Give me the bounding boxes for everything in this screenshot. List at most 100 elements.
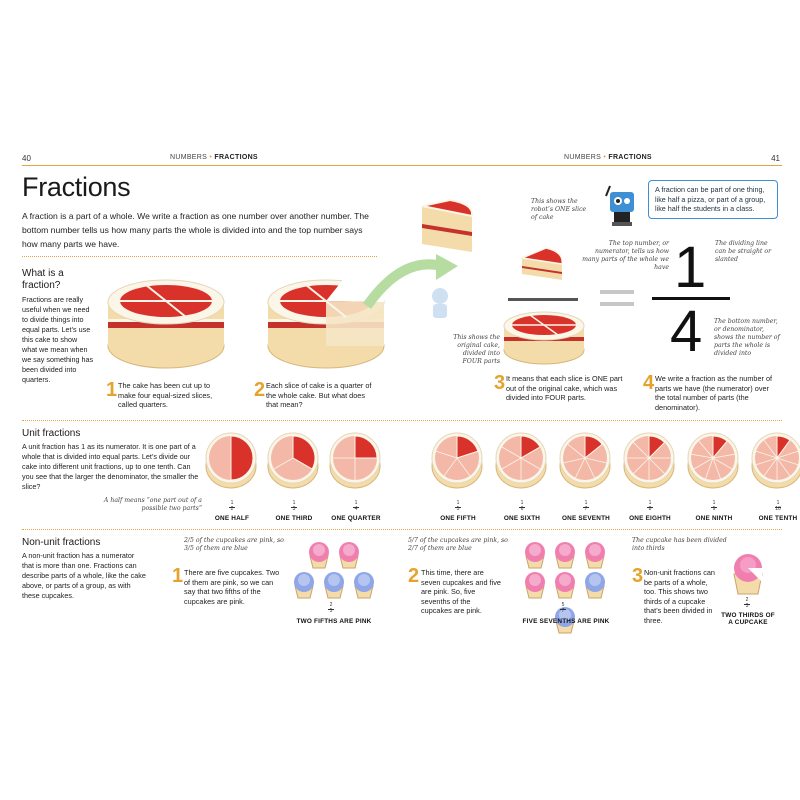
cut-line: [712, 453, 735, 459]
unit-fraction-label: ONE EIGHTH: [629, 514, 671, 522]
unit-text: A unit fraction has 1 as its numerator. …: [22, 442, 199, 491]
cupcake-row: [284, 570, 384, 600]
cupcake-row: [506, 570, 624, 634]
cut-line: [691, 453, 714, 459]
cut-line: [712, 440, 728, 459]
step-2-number: 2: [254, 379, 266, 401]
cut-line: [584, 457, 595, 478]
cake-missing-slice: [267, 276, 385, 369]
cut-line: [633, 457, 650, 474]
breadcrumb-right: NUMBERS • FRACTIONS: [564, 154, 652, 161]
label-two-thirds: TWO THIRDS OF A CUPCAKE: [721, 612, 775, 626]
cupcake-group-sevenths: [506, 540, 624, 634]
cut-line: [776, 439, 791, 459]
cake-pie-icon: [205, 432, 257, 489]
cake-pie-icon: [495, 432, 547, 489]
cupcake-icon: [309, 542, 329, 569]
cake-pie-icon: [687, 432, 739, 489]
step-1-number: 1: [106, 379, 118, 401]
cut-line: [501, 457, 522, 470]
page-header: 40 NUMBERS • FRACTIONS NUMBERS • FRACTIO…: [22, 148, 782, 166]
cake-icon: [267, 276, 385, 369]
equals-sign-bottom: [600, 302, 634, 306]
cut-line: [456, 457, 471, 477]
cake-pie-icon: [431, 432, 483, 489]
unit-fraction-label: ONE FIFTH: [440, 514, 476, 522]
cupcake-icon: [555, 572, 575, 599]
unit-heading: Unit fractions: [22, 428, 81, 439]
note-denominator: The bottom number, or denominator, shows…: [714, 318, 780, 357]
note-cupcakes-1: 2/5 of the cupcakes are pink, so 3/5 of …: [184, 537, 284, 552]
note-robot-slice: This shows the robot’s ONE slice of cake: [531, 198, 587, 221]
cupcake-group-fifths: [284, 540, 384, 610]
cupcake-row: [506, 540, 624, 570]
single-slice: [519, 247, 563, 280]
cut-line: [292, 457, 313, 470]
nonunit-step-2-text: This time, there are seven cupcakes and …: [421, 568, 501, 616]
cut-line: [755, 457, 778, 466]
cut-line: [648, 457, 665, 474]
cut-line: [563, 457, 586, 464]
note-cupcake-thirds: The cupcake has been divided into thirds: [632, 537, 727, 552]
cut-line: [776, 457, 791, 477]
unit-fraction-label: ONE NINTH: [695, 514, 733, 522]
note-half: A half means “one part out of a possible…: [103, 497, 202, 512]
page-number-right: 41: [771, 154, 780, 163]
cupcake-icon: [585, 542, 605, 569]
what-is-heading: What is a fraction?: [22, 268, 64, 291]
nonunit-step-3-text: Non-unit fractions can be parts of a who…: [644, 568, 715, 625]
note-original-cake: This shows the original cake, divided in…: [453, 334, 500, 365]
robot-tip-box: A fraction can be part of one thing, lik…: [648, 180, 778, 219]
cut-line: [575, 457, 586, 478]
cut-line: [698, 440, 714, 459]
cake-icon: [107, 279, 225, 369]
robot-icon: [605, 185, 634, 226]
intro-divider: [22, 256, 377, 257]
note-dividing-line: The dividing line can be straight or sla…: [715, 240, 772, 263]
section-divider-2: [22, 529, 782, 530]
cupcake-icon: [324, 572, 344, 599]
cut-line: [456, 450, 479, 459]
cupcake-icon: [294, 572, 314, 599]
breadcrumb-left: NUMBERS • FRACTIONS: [170, 154, 258, 161]
intro-text: A fraction is a part of a whole. We writ…: [22, 211, 369, 249]
cut-line: [648, 442, 665, 459]
whole-cake-cut-in-quarters: [107, 279, 225, 369]
cut-line: [435, 450, 458, 459]
cake-slice-icon: [519, 247, 563, 280]
cupcake-icon: [354, 572, 374, 599]
cake-pie-icon: [751, 432, 800, 489]
cut-line: [776, 457, 799, 466]
unit-fraction-label: ONE THIRD: [275, 514, 313, 522]
equals-sign-top: [600, 290, 634, 294]
cut-line: [567, 443, 586, 459]
cupcake-icon: [339, 542, 359, 569]
cake-slice-icon: [421, 198, 474, 252]
note-cupcakes-2: 5/7 of the cupcakes are pink, so 2/7 of …: [408, 537, 508, 552]
cut-line: [755, 450, 778, 459]
cut-line: [633, 442, 650, 459]
note-numerator: The top number, or numerator, tells us h…: [582, 240, 669, 271]
cupcake-two-thirds: [733, 554, 763, 595]
cupcake-icon: [555, 542, 575, 569]
page-number-left: 40: [22, 154, 31, 163]
nonunit-step-1-text: There are five cupcakes. Two of them are…: [184, 568, 280, 606]
cut-line: [705, 457, 714, 479]
nonunit-heading: Non-unit fractions: [22, 537, 101, 548]
nonunit-step-1-number: 1: [172, 565, 184, 587]
unit-fraction-label: ONE SIXTH: [503, 514, 541, 522]
